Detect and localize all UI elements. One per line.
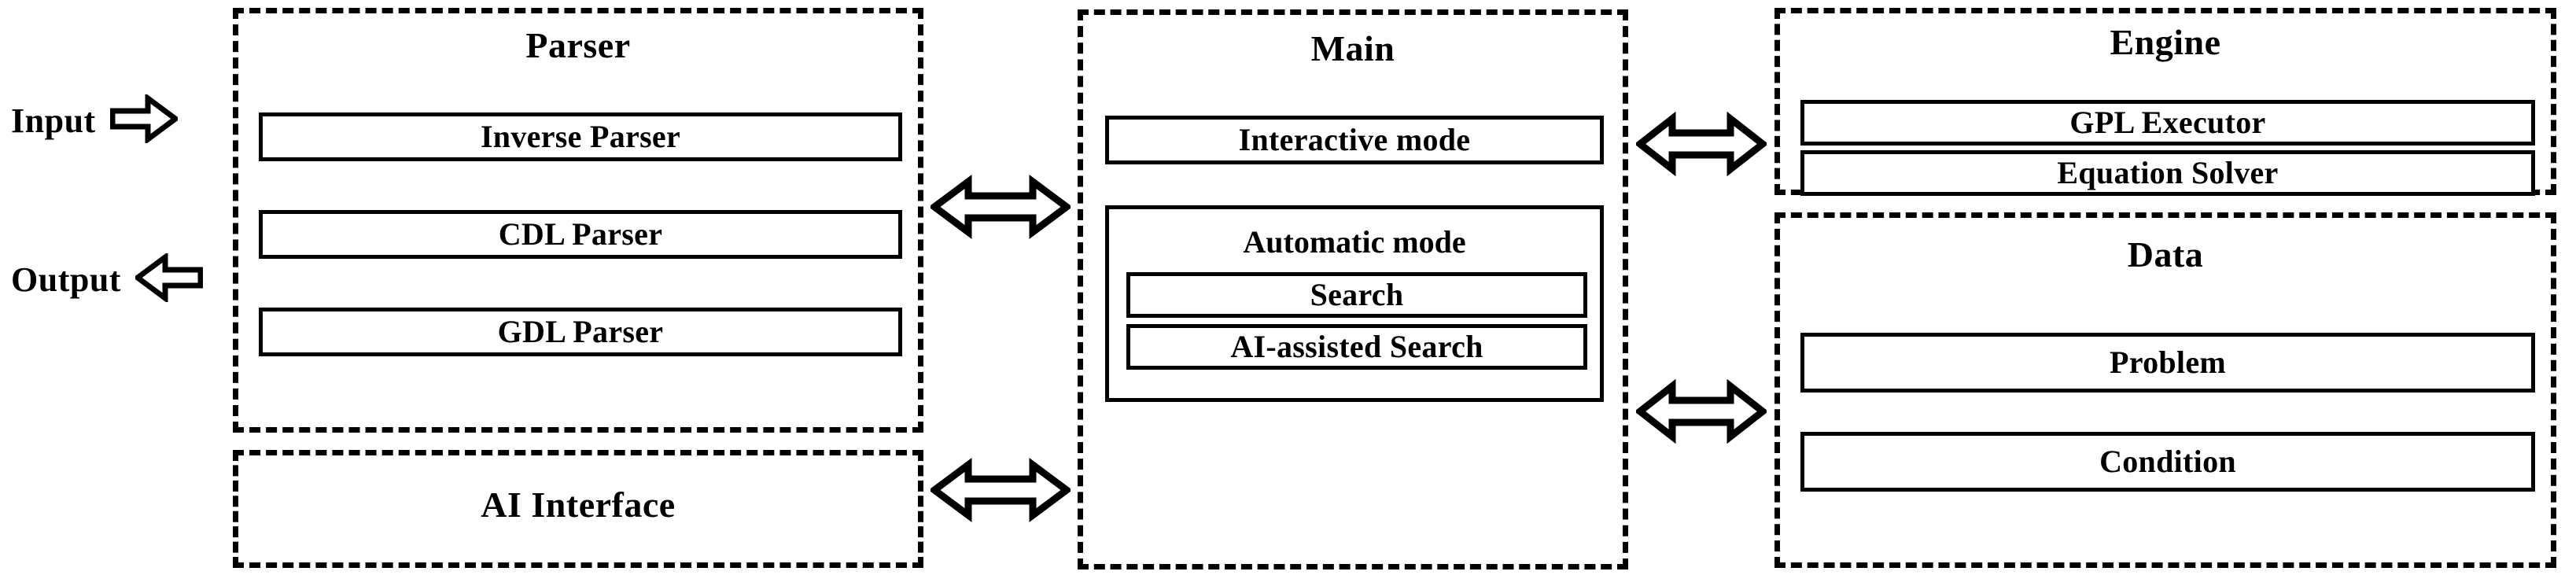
box-search[interactable]: Search	[1126, 272, 1587, 318]
connector-parser-main	[928, 171, 1073, 246]
automatic-mode-title: Automatic mode	[1243, 224, 1466, 260]
box-equation-solver[interactable]: Equation Solver	[1800, 150, 2535, 196]
arrow-right-outline-icon	[109, 93, 180, 147]
box-gpl-executor[interactable]: GPL Executor	[1800, 100, 2535, 146]
connector-main-engine	[1634, 109, 1769, 183]
panel-data: Data Problem Condition	[1774, 212, 2556, 568]
box-cdl-parser[interactable]: CDL Parser	[259, 210, 902, 259]
box-gdl-parser[interactable]: GDL Parser	[259, 308, 902, 356]
engine-title: Engine	[2110, 22, 2221, 62]
double-arrow-horizontal-icon	[1634, 378, 1769, 444]
ai-interface-title: AI Interface	[481, 485, 676, 525]
box-inverse-parser[interactable]: Inverse Parser	[259, 112, 902, 161]
input-label: Input	[11, 101, 96, 140]
double-arrow-horizontal-icon	[928, 458, 1073, 522]
connector-ai-interface-main	[928, 455, 1073, 529]
output-row: Output	[11, 252, 204, 306]
connector-main-data	[1634, 376, 1769, 451]
main-title: Main	[1310, 28, 1395, 68]
data-title: Data	[2127, 234, 2204, 275]
arrow-left-outline-icon	[133, 252, 204, 306]
double-arrow-horizontal-icon	[928, 175, 1073, 239]
subgroup-automatic-mode: Automatic mode Search AI-assisted Search	[1105, 205, 1604, 402]
output-label: Output	[11, 260, 121, 299]
panel-main: Main Interactive mode Automatic mode Sea…	[1078, 9, 1628, 569]
parser-title: Parser	[525, 25, 631, 65]
box-ai-assisted-search[interactable]: AI-assisted Search	[1126, 324, 1587, 370]
box-interactive-mode[interactable]: Interactive mode	[1105, 116, 1604, 164]
panel-engine: Engine GPL Executor Equation Solver	[1774, 8, 2556, 196]
double-arrow-horizontal-icon	[1634, 111, 1769, 177]
box-problem[interactable]: Problem	[1800, 333, 2535, 393]
box-condition[interactable]: Condition	[1800, 432, 2535, 492]
input-row: Input	[11, 93, 180, 147]
panel-parser: Parser Inverse Parser CDL Parser GDL Par…	[233, 8, 923, 433]
panel-ai-interface: AI Interface	[233, 450, 923, 568]
